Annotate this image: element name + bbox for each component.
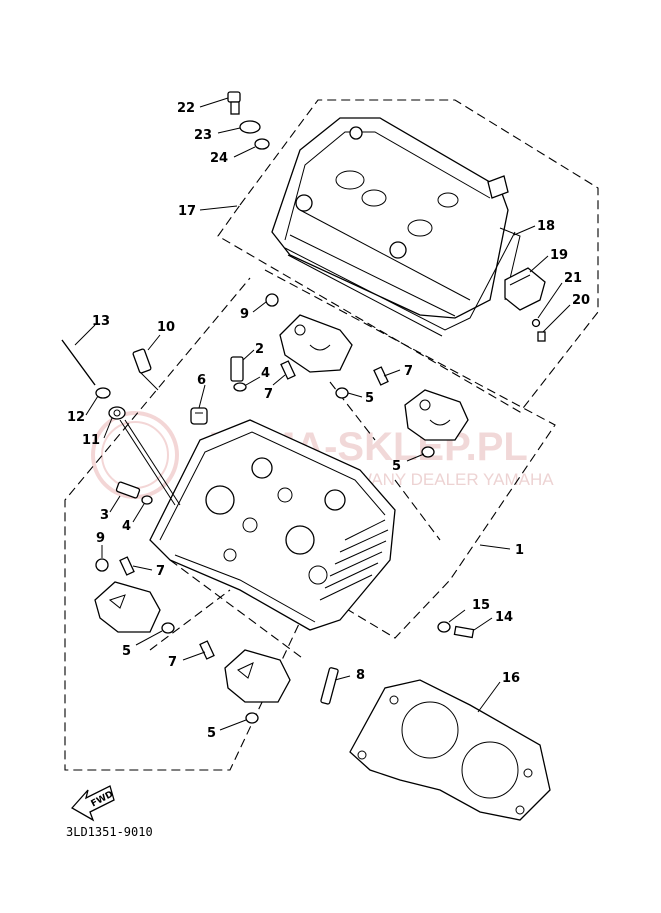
- bolt-7b[interactable]: [373, 366, 389, 386]
- plug-9b[interactable]: [95, 558, 109, 572]
- callout-3: 3: [100, 508, 109, 523]
- bolt-7d[interactable]: [199, 640, 215, 660]
- callout-15: 15: [472, 598, 490, 613]
- bolt-14[interactable]: [453, 625, 475, 639]
- callout-12: 12: [67, 410, 85, 425]
- callout-4-left: 4: [122, 519, 131, 534]
- bolt-20[interactable]: [537, 331, 546, 342]
- plug-9a[interactable]: [265, 293, 279, 307]
- callout-7-left: 7: [156, 564, 165, 579]
- bolt-7a[interactable]: [280, 360, 296, 380]
- dowel-pin-2[interactable]: [230, 356, 244, 382]
- dowel-5b[interactable]: [421, 446, 435, 458]
- camshaft-cap-right[interactable]: [404, 389, 469, 441]
- diagram-code: 3LD1351-9010: [66, 825, 153, 839]
- plug-6[interactable]: [190, 407, 208, 425]
- o-ring-4a[interactable]: [233, 382, 247, 392]
- washer-21[interactable]: [531, 318, 541, 328]
- fwd-arrow-icon: FWD: [70, 785, 115, 822]
- cylinder-head[interactable]: [149, 419, 396, 631]
- cylinder-head-cover[interactable]: [271, 117, 516, 337]
- callout-7-right: 7: [404, 364, 413, 379]
- spark-plug[interactable]: [132, 348, 159, 391]
- dowel-5c[interactable]: [161, 622, 175, 634]
- callout-2: 2: [255, 342, 264, 357]
- callout-1: 1: [515, 543, 524, 558]
- callout-21: 21: [564, 271, 582, 286]
- callout-13: 13: [92, 314, 110, 329]
- washer-12[interactable]: [95, 387, 111, 399]
- callout-22: 22: [177, 101, 195, 116]
- callout-16: 16: [502, 671, 520, 686]
- stud-8[interactable]: [320, 667, 339, 705]
- callout-9-top: 9: [240, 307, 249, 322]
- callout-10: 10: [157, 320, 175, 335]
- callout-20: 20: [572, 293, 590, 308]
- callout-18: 18: [537, 219, 555, 234]
- callout-5-bottom: 5: [207, 726, 216, 741]
- callout-11: 11: [82, 433, 100, 448]
- callout-8: 8: [356, 668, 365, 683]
- camshaft-cap-lower[interactable]: [224, 649, 291, 703]
- callout-5-left: 5: [122, 644, 131, 659]
- callout-7-top: 7: [264, 387, 273, 402]
- callout-4-top: 4: [261, 366, 270, 381]
- dowel-5d[interactable]: [245, 712, 259, 724]
- cover-bolt-22[interactable]: [227, 91, 241, 115]
- bolt-7c[interactable]: [119, 556, 135, 576]
- callout-7-bottom: 7: [168, 655, 177, 670]
- callout-23: 23: [194, 128, 212, 143]
- stud-bolt-13[interactable]: [61, 339, 96, 386]
- head-gasket[interactable]: [349, 679, 551, 821]
- oil-pipe: [119, 419, 176, 506]
- callout-labels: 22 23 24 17 18 19 21 20 9 2 13 10 6 4 7 …: [67, 101, 590, 741]
- callout-5-right: 5: [392, 459, 401, 474]
- dowel-5a[interactable]: [335, 387, 349, 399]
- collar-24[interactable]: [254, 138, 270, 150]
- o-ring-4b[interactable]: [141, 495, 153, 505]
- washer-15[interactable]: [437, 621, 451, 633]
- callout-5-top: 5: [365, 391, 374, 406]
- pin-3[interactable]: [115, 481, 141, 499]
- leader-lines: [74, 97, 571, 731]
- grommet-23[interactable]: [239, 120, 261, 134]
- callout-17: 17: [178, 204, 196, 219]
- callout-24: 24: [210, 151, 228, 166]
- callout-19: 19: [550, 248, 568, 263]
- callout-9-left: 9: [96, 531, 105, 546]
- washer-11[interactable]: [108, 406, 126, 420]
- camshaft-cap-left[interactable]: [94, 581, 161, 633]
- callout-14: 14: [495, 610, 513, 625]
- camshaft-cap-upper[interactable]: [279, 314, 353, 373]
- breather-cover[interactable]: [504, 267, 546, 311]
- callout-6: 6: [197, 373, 206, 388]
